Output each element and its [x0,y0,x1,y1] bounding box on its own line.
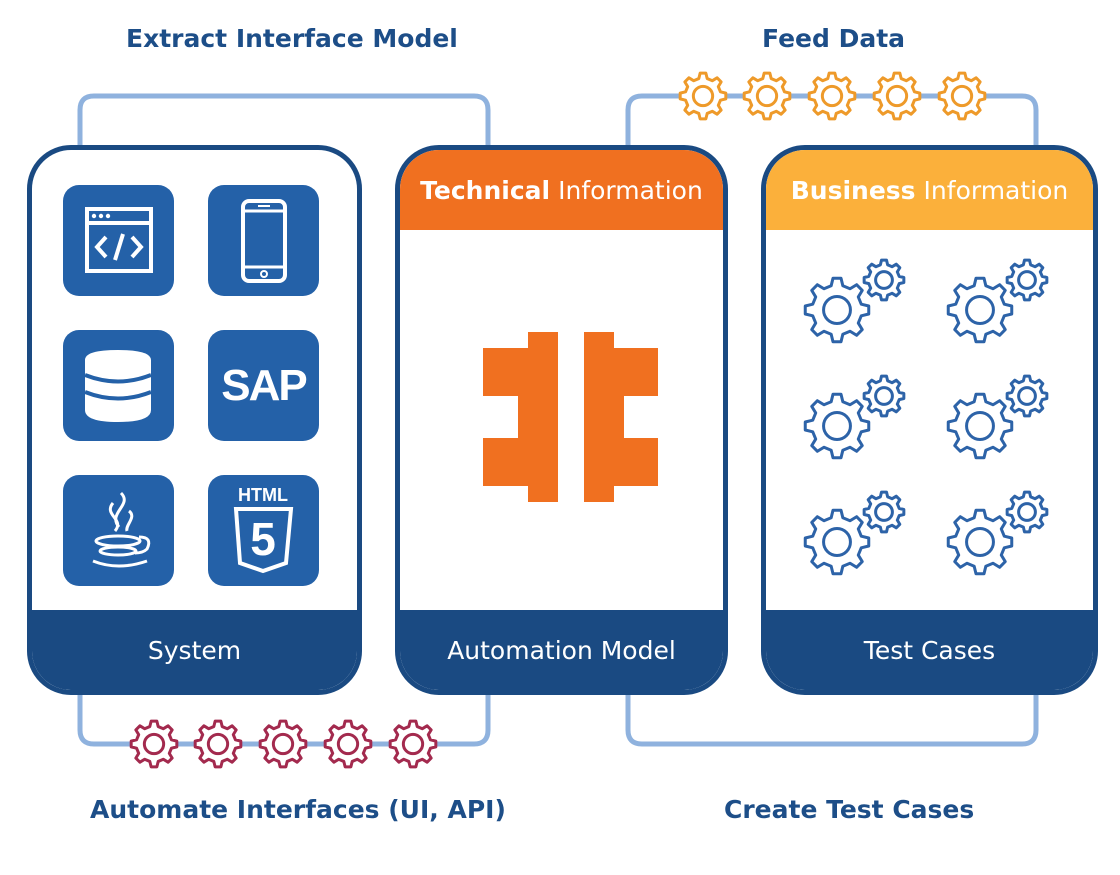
gear-icon [258,719,308,769]
connector-extract [77,93,491,150]
html5-tile: HTML 5 [208,475,319,586]
gear-icon [872,71,922,121]
gear-icon [862,374,906,418]
test-cases-label: Test Cases [863,635,996,665]
automation-model-label: Automation Model [447,635,676,665]
technical-information-header: Technical Information [400,150,723,230]
mobile-phone-tile [208,185,319,296]
system-card: SAP HTML 5 System [27,145,362,695]
database-icon [84,350,152,422]
label-extract-interface-model: Extract Interface Model [126,24,458,53]
gear-icon [1005,374,1049,418]
html-text: HTML [238,485,288,505]
html5-icon: HTML 5 [233,485,294,574]
html5-digit: 5 [250,513,276,565]
gear-icon [678,71,728,121]
mobile-phone-icon [241,199,287,283]
gear-icon [807,71,857,121]
label-create-test-cases: Create Test Cases [724,795,975,824]
gear-icon [803,392,871,460]
gear-icon [946,508,1014,576]
test-cases-footer: Test Cases [766,610,1093,690]
gear-icon [803,508,871,576]
gear-icon [129,719,179,769]
technical-bold: Technical [420,175,551,205]
gear-icon [1005,490,1049,534]
gear-icon [388,719,438,769]
gear-icon [1005,258,1049,302]
gear-icon [946,276,1014,344]
business-rest: Information [923,175,1069,205]
gear-icon [742,71,792,121]
automation-model-footer: Automation Model [400,610,723,690]
gear-icon [862,258,906,302]
connector-create [625,690,1039,747]
feed-gears [678,71,987,121]
java-tile [63,475,174,586]
java-icon [92,491,151,568]
gear-icon [937,71,987,121]
test-cases-card: Business Information Test Cases [761,145,1098,695]
gear-icon [193,719,243,769]
gear-icon [323,719,373,769]
browser-code-tile [63,185,174,296]
automation-model-card: Technical Information Automation Model [395,145,728,695]
browser-code-icon [85,207,153,273]
system-footer: System [32,610,357,690]
business-information-header: Business Information [766,150,1093,230]
gear-icon [803,276,871,344]
sap-tile: SAP [208,330,319,441]
gear-icon [946,392,1014,460]
label-feed-data: Feed Data [762,24,906,53]
system-label: System [147,635,242,665]
business-gears [803,258,1049,576]
sap-icon: SAP [221,360,307,410]
label-automate-interfaces: Automate Interfaces (UI, API) [90,795,506,824]
gear-icon [862,490,906,534]
business-bold: Business [790,175,916,205]
technical-rest: Information [558,175,703,205]
database-tile [63,330,174,441]
automation-model-icon [483,332,658,502]
automate-gears [129,719,438,769]
